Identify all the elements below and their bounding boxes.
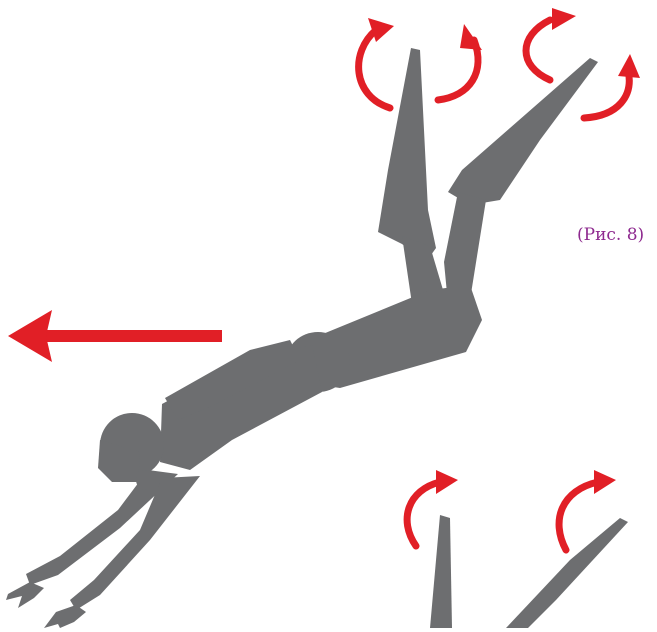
arrow-head	[8, 310, 52, 362]
rotation-arrowhead-2	[460, 24, 482, 50]
right-hand	[44, 605, 86, 628]
rotation-arrow-4	[584, 70, 629, 118]
left-arrow-icon	[8, 310, 222, 362]
regulator	[136, 470, 156, 490]
rotation-arrow-5	[407, 482, 440, 546]
figure-caption: (Рис. 8)	[577, 225, 644, 245]
left-fin	[378, 48, 436, 262]
rotation-arrow-3	[526, 20, 550, 80]
rotation-arrowhead-3	[552, 8, 576, 30]
left-hand	[6, 582, 44, 608]
lower-left-fin	[430, 515, 452, 628]
curved-rotation-arrow-icon-lower	[407, 482, 598, 550]
arrow-shaft	[40, 330, 222, 342]
rotation-arrowhead-5	[436, 470, 458, 494]
rotation-arrow-6	[559, 482, 598, 550]
lower-right-fin	[506, 518, 628, 628]
rotation-arrowhead-6	[594, 470, 616, 494]
rotation-arrow-1	[359, 30, 390, 108]
lower-diver-silhouette-icon	[430, 515, 628, 628]
rotation-arrowhead-4	[618, 54, 640, 78]
